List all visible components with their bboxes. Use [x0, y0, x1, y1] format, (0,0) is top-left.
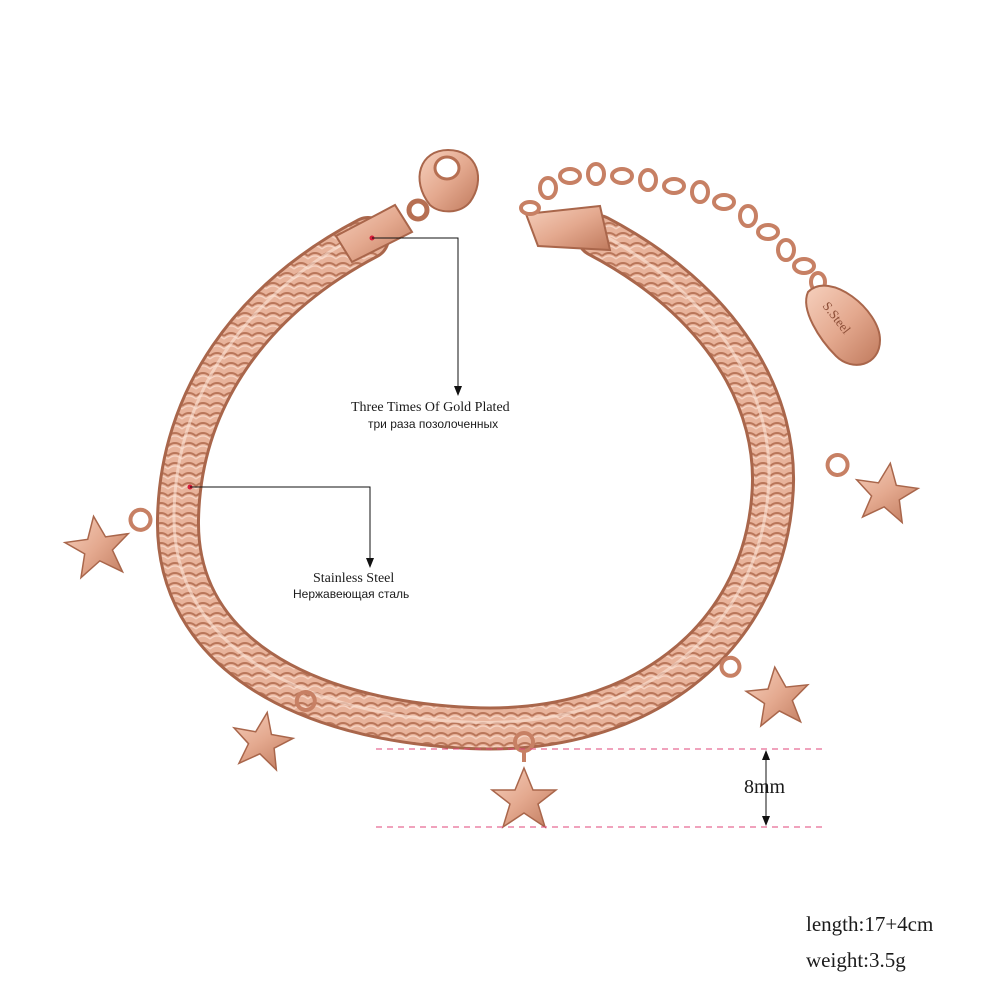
- plating-label-ru: три раза позолоченных: [368, 417, 499, 431]
- material-label: Stainless Steel: [313, 571, 395, 586]
- material-callout-line: [187, 484, 374, 568]
- star-charm: [825, 452, 921, 525]
- weight-spec: weight:3.5g: [806, 948, 906, 972]
- material-label-ru: Нержавеющая сталь: [293, 587, 410, 601]
- star-charm: [231, 689, 317, 772]
- star-charm: [719, 655, 810, 728]
- steel-tag: S.Steel: [805, 284, 882, 366]
- plating-callout-line: [369, 235, 462, 396]
- herringbone-chain: [155, 214, 795, 751]
- charm-size-dimension: [376, 748, 826, 828]
- star-charm: [489, 731, 559, 829]
- length-spec: length:17+4cm: [806, 912, 934, 936]
- lobster-clasp: [334, 148, 479, 264]
- star-charm: [62, 507, 153, 580]
- plating-label: Three Times Of Gold Plated: [351, 400, 510, 415]
- extension-chain: [519, 162, 827, 293]
- charm-size-label: 8mm: [744, 776, 786, 798]
